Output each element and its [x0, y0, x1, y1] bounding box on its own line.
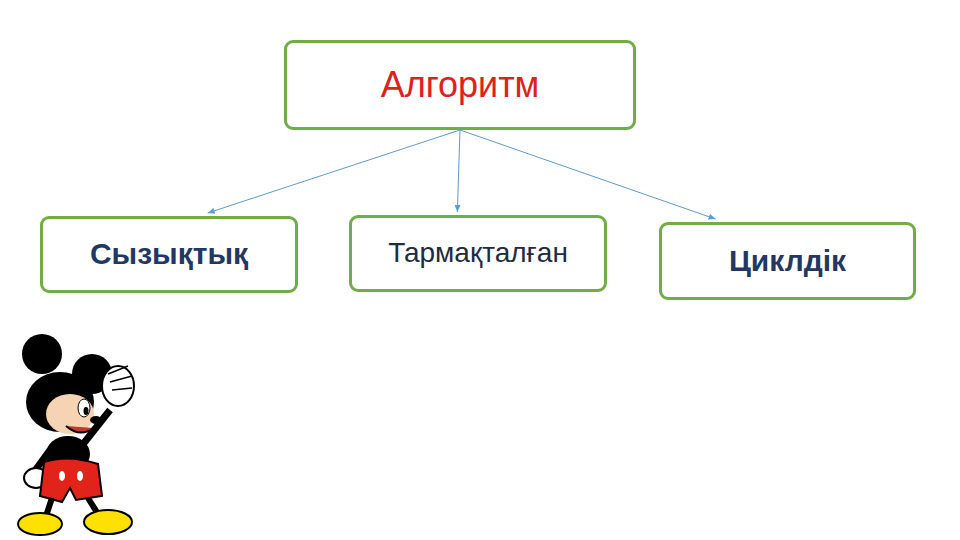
arrow-connector [457, 130, 460, 212]
type-box: Циклдік [659, 222, 916, 300]
node-label: Сызықтық [90, 237, 248, 272]
arrow-connector [208, 130, 460, 213]
node-label: Циклдік [729, 244, 846, 279]
node-label: Алгоритм [381, 64, 540, 105]
node-label: Тармақталған [388, 237, 568, 269]
root-box: Алгоритм [284, 40, 636, 130]
type-box: Тармақталған [349, 215, 607, 292]
arrow-connector [460, 130, 716, 219]
type-box: Сызықтық [40, 216, 298, 293]
mickey-illustration [0, 330, 160, 540]
